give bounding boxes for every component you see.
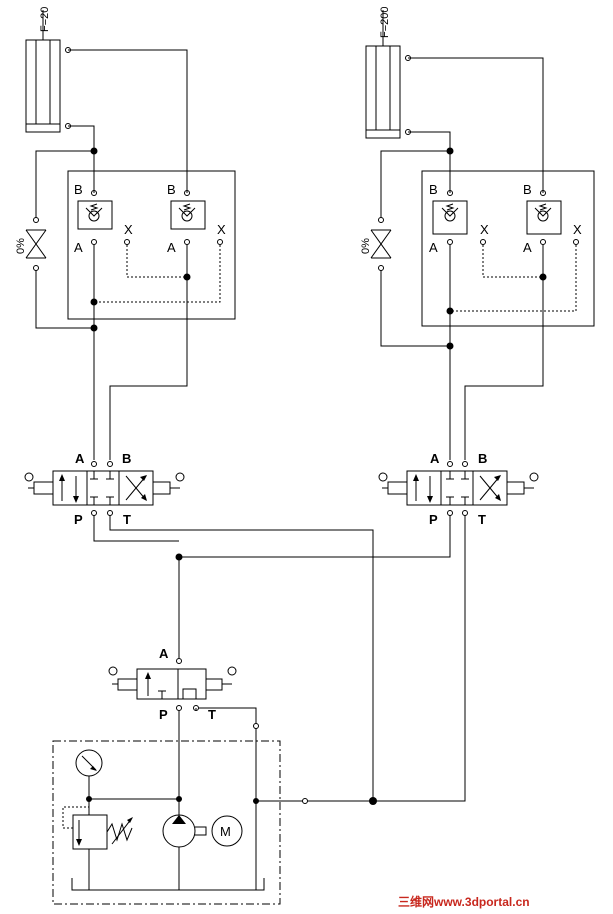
right-check2-port-x: X <box>573 222 582 237</box>
right-check1-port-a: A <box>429 240 438 255</box>
left-check1-port-x: X <box>124 222 133 237</box>
motor-label: M <box>220 824 231 839</box>
left-dv-port-t: T <box>123 512 131 527</box>
left-cylinder-force-label: F=20 <box>39 7 51 32</box>
power-unit: M <box>52 711 373 905</box>
right-cylinder: F=200 <box>365 7 411 139</box>
supply-valve-port-p: P <box>159 707 168 722</box>
left-throttle-valve: 0% <box>15 217 47 271</box>
supply-valve-port-a: A <box>159 646 169 661</box>
right-throttle-valve: 0% <box>360 217 392 271</box>
watermark-text: 三维网www.3dportal.cn <box>398 894 530 909</box>
right-cylinder-force-label: F=200 <box>379 7 391 39</box>
left-check1-port-a: A <box>74 240 83 255</box>
right-check2-port-a: A <box>523 240 532 255</box>
right-check1-port-b: B <box>429 182 438 197</box>
left-cylinder: F=20 <box>25 7 71 133</box>
right-check2-port-b: B <box>523 182 532 197</box>
right-check-module: B A X B A X <box>421 170 595 327</box>
left-check-module: B A X B A X <box>67 170 236 320</box>
left-throttle-opening: 0% <box>15 238 27 254</box>
supply-valve: A P T <box>108 557 257 724</box>
left-branch-piping <box>35 49 374 801</box>
left-check1-port-b: B <box>74 182 83 197</box>
left-check2-port-a: A <box>167 240 176 255</box>
supply-valve-port-t: T <box>208 707 216 722</box>
left-dv-port-p: P <box>74 512 83 527</box>
left-directional-valve: A B P T <box>24 451 185 527</box>
right-dv-port-a: A <box>430 451 440 466</box>
junction-dots <box>86 147 547 805</box>
right-directional-valve: A B P T <box>378 451 539 527</box>
left-dv-port-b: B <box>122 451 131 466</box>
left-check2-port-x: X <box>217 222 226 237</box>
right-branch-piping <box>179 57 544 802</box>
right-dv-port-p: P <box>429 512 438 527</box>
right-dv-port-b: B <box>478 451 487 466</box>
left-dv-port-a: A <box>75 451 85 466</box>
right-check1-port-x: X <box>480 222 489 237</box>
right-dv-port-t: T <box>478 512 486 527</box>
left-check2-port-b: B <box>167 182 176 197</box>
right-throttle-opening: 0% <box>360 238 372 254</box>
